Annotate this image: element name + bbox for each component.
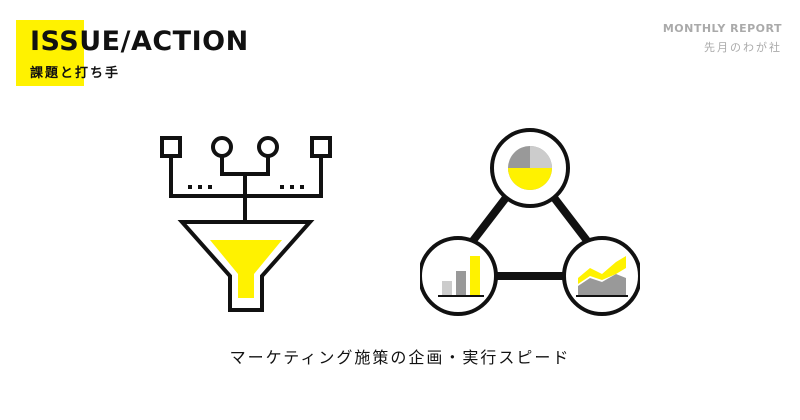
page-title: ISSUE/ACTION <box>30 26 249 57</box>
title-block: ISSUE/ACTION 課題と打ち手 <box>16 20 306 90</box>
report-title: MONTHLY REPORT <box>662 22 782 35</box>
analytics-cycle-icon <box>420 128 640 316</box>
page-subtitle: 課題と打ち手 <box>30 66 121 81</box>
funnel-icon <box>160 136 332 312</box>
report-subtitle: 先月のわが社 <box>704 41 782 54</box>
caption: マーケティング施策の企画・実行スピード <box>229 348 571 367</box>
title-accent-bar <box>16 20 84 86</box>
report-label: MONTHLY REPORT 先月のわが社 <box>663 22 782 55</box>
